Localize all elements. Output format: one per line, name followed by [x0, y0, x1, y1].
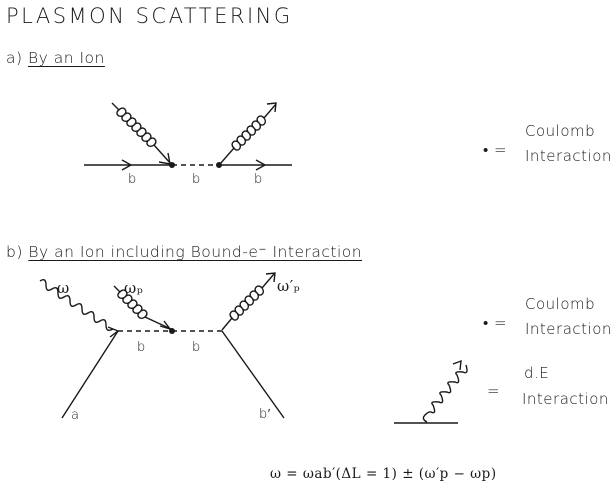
section-a-heading: a) By an Ion: [6, 49, 105, 67]
photon-arrow: [107, 326, 120, 338]
label-b-prime: b′: [259, 407, 271, 422]
frequency-formula: ω = ωab′(ΔL = 1) ± (ω′p − ωp): [270, 466, 497, 482]
legend-coulomb-1a: Coulomb: [525, 122, 596, 140]
label-a: a: [71, 408, 80, 423]
incoming-arrow-a1: [121, 159, 133, 171]
omega-p-prime-label: ω′ₚ: [277, 277, 301, 295]
label-b-1: b: [128, 172, 137, 187]
dipole-wavy-line: [422, 364, 468, 423]
plasmon-in-arrow: [158, 152, 171, 165]
section-b-heading: b) By an Ion including Bound-e⁻ Interact…: [6, 243, 362, 261]
legend-dot-equals-1: • =: [483, 141, 508, 159]
section-a-prefix: a): [6, 49, 23, 67]
diagram-a: [84, 102, 292, 171]
plasmon-out-arrow: [266, 102, 277, 113]
vertex-dot-b: [169, 328, 175, 334]
omega-label: ω: [57, 279, 70, 297]
omega-p-label: ωₚ: [124, 279, 144, 297]
section-b-prefix: b): [6, 243, 23, 261]
label-b-left: b: [137, 340, 146, 355]
section-a-title: By an Ion: [27, 49, 105, 67]
plasmon-out-gluon: [219, 103, 277, 165]
legend-interaction-2b: Interaction: [525, 320, 611, 338]
legend-dot-equals-2: • =: [483, 314, 508, 332]
photon-wavy-line: [39, 278, 114, 332]
dipole-symbol: [394, 359, 468, 424]
diagram-b: [39, 272, 285, 419]
label-b-2: b: [192, 172, 201, 187]
legend-coulomb-2a: Coulomb: [525, 295, 596, 313]
legend-de-line1: d.E: [524, 364, 550, 382]
label-b-3: b: [254, 172, 263, 187]
dipole-arrow: [452, 359, 462, 371]
legend-equals-3: =: [487, 382, 501, 400]
section-b-title: By an Ion including Bound-e⁻ Interaction: [28, 243, 363, 261]
page-title: PLASMON SCATTERING: [6, 4, 293, 28]
legend-interaction-1b: Interaction: [525, 147, 611, 165]
bound-electron-line-a: [61, 330, 119, 419]
legend-de-line2: Interaction: [522, 390, 609, 408]
label-b-right: b: [192, 340, 201, 355]
plasmon-b-out-arrow: [265, 272, 276, 283]
outgoing-arrow-a: [255, 159, 267, 171]
plasmon-b-in-gluon: [113, 285, 172, 330]
vertex-dot-a1: [169, 162, 175, 168]
plasmon-b-out-gluon: [221, 273, 275, 331]
bound-electron-line-b-prime: [221, 330, 285, 419]
vertex-dot-a2: [216, 162, 222, 168]
plasmon-in-gluon: [111, 102, 172, 165]
